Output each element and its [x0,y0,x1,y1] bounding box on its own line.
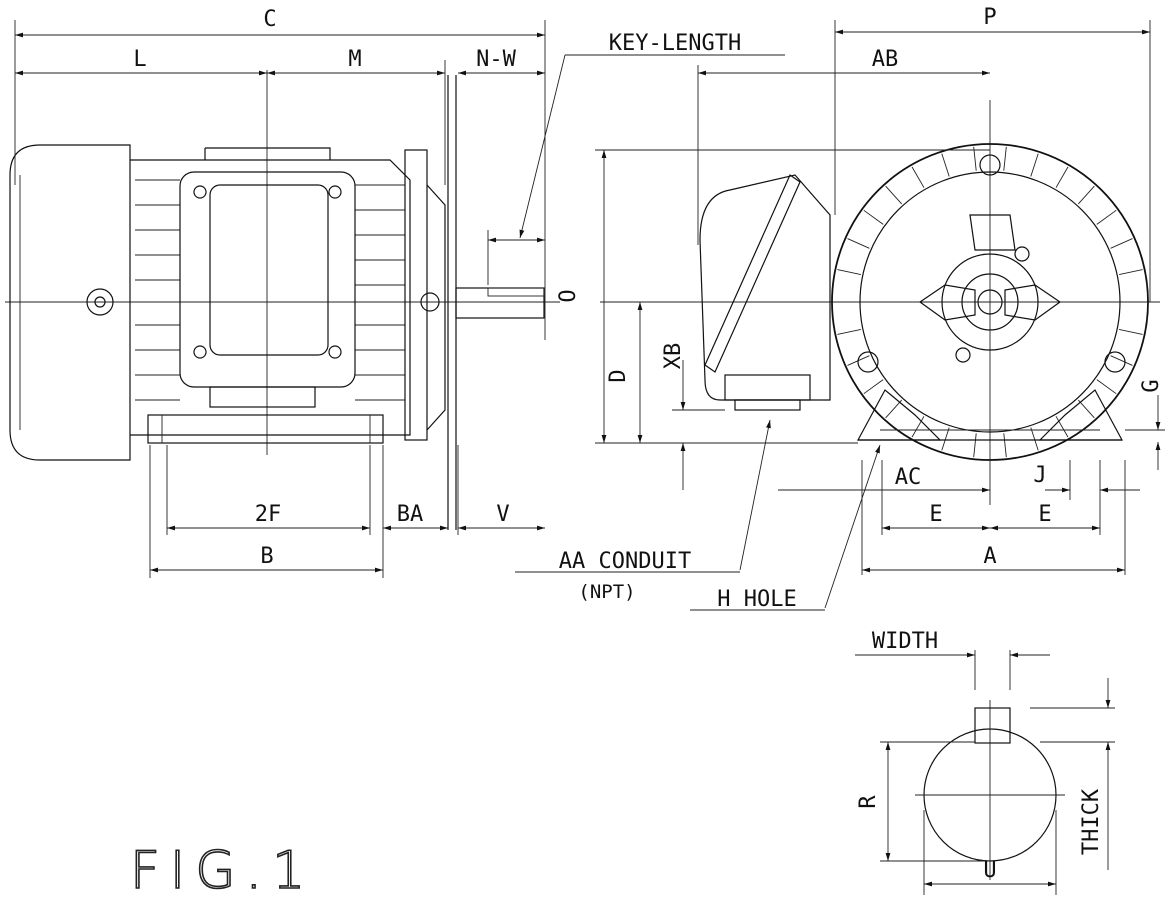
frame-rib [1055,166,1069,188]
dim-label-o: O [556,289,581,302]
front-dimensions [515,20,1165,611]
frame-rib [1003,433,1007,458]
frame-rib [941,153,950,177]
frame-rib [863,379,884,395]
shaft-section [855,650,1115,895]
frame-rib [1119,269,1143,275]
dim-label-key-length: KEY-LENGTH [609,31,741,56]
cooling-fins [135,179,405,401]
frame-rib [1003,146,1007,171]
dim-label-v: V [496,502,509,527]
dim-label-xb: XB [661,343,686,370]
frame-rib [941,427,950,451]
dim-label-m: M [348,47,361,72]
dim-label-j: J [1033,463,1046,488]
frame-rib [885,185,903,205]
frame-rib [1030,427,1039,451]
dim-label-width: WIDTH [872,629,938,654]
frame-rib [1077,185,1095,205]
dim-label-aa-conduit: AA CONDUIT [559,549,691,574]
dim-label-npt: (NPT) [578,581,635,603]
frame-rib [1055,416,1069,438]
frame-ribs [834,146,1146,458]
frame-rib [1096,379,1117,395]
dim-label-u: U [983,858,996,883]
side-view [5,70,560,530]
dim-label-p: P [983,5,996,30]
dim-label-a: A [983,544,996,569]
frame-rib [1110,355,1133,366]
front-view [600,100,1160,505]
frame-rib [837,269,861,275]
dim-label-ac: AC [895,465,922,490]
frame-rib [1077,399,1095,419]
frame-rib [837,329,861,335]
frame-rib [973,146,977,171]
dim-label-c: C [263,7,276,32]
dim-label-e-right: E [1038,502,1051,527]
frame-rib [863,209,884,225]
frame-rib [1096,209,1117,225]
frame-rib [911,416,925,438]
dim-label-thick: THICK [1079,788,1104,855]
dim-label-e-left: E [929,502,942,527]
dim-label-g: G [1139,379,1164,392]
dim-label-d: D [606,369,631,382]
frame-rib [1119,329,1143,335]
frame-rib [1110,238,1133,249]
dim-label-ab: AB [872,47,899,72]
dim-label-r: R [856,795,881,809]
frame-rib [911,166,925,188]
frame-rib [885,399,903,419]
dim-label-ba: BA [397,502,424,527]
dim-label-h-hole: H HOLE [717,587,796,612]
side-dimensions [14,20,785,578]
frame-rib [847,238,870,249]
dim-label-l: L [133,47,146,72]
dim-label-b: B [260,544,273,569]
dim-label-n-w: N-W [476,47,516,72]
frame-rib [1030,153,1039,177]
figure-caption: FIG.1 [130,841,315,901]
dim-label-2f: 2F [255,502,282,527]
frame-rib [973,433,977,458]
